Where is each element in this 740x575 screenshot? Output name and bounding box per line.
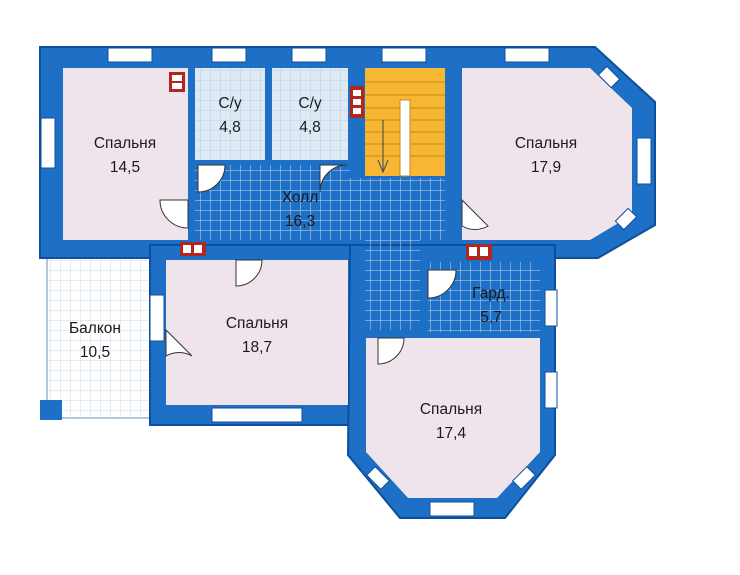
- windows: [40, 47, 652, 517]
- staircase: [365, 68, 445, 177]
- room-area: 16,3: [285, 213, 315, 230]
- window: [597, 65, 621, 89]
- window: [636, 137, 652, 185]
- door: [197, 164, 226, 193]
- ventilation-ducts: [169, 72, 492, 260]
- window: [504, 47, 550, 63]
- door: [461, 198, 489, 230]
- room-area: 17,4: [436, 425, 467, 442]
- room-name: Спальня: [94, 135, 156, 152]
- room-area: 4,8: [299, 119, 321, 136]
- room-area: 14,5: [110, 159, 140, 176]
- balcony-post: [40, 400, 62, 420]
- window: [511, 465, 537, 491]
- room-name: Гард.: [472, 285, 510, 302]
- balcony: [40, 257, 160, 420]
- doors: [159, 164, 489, 365]
- window: [614, 207, 638, 231]
- bath-1-floor: [195, 68, 265, 160]
- window: [381, 47, 427, 63]
- room-name: Холл: [282, 189, 319, 206]
- room-name: С/у: [218, 95, 242, 112]
- window: [429, 501, 475, 517]
- room-name: Спальня: [515, 135, 577, 152]
- window: [149, 294, 165, 342]
- window: [211, 47, 247, 63]
- room-area: 18,7: [242, 339, 272, 356]
- window: [544, 371, 558, 409]
- window: [107, 47, 153, 63]
- window: [365, 465, 391, 491]
- room-labels: Спальня 14,5 С/у 4,8 С/у 4,8 Спальня 17,…: [69, 95, 577, 442]
- room-name: Спальня: [226, 315, 288, 332]
- room-name: С/у: [298, 95, 322, 112]
- bedroom-ne-floor: [462, 68, 632, 240]
- window: [544, 289, 558, 327]
- door: [427, 269, 457, 299]
- door: [159, 199, 189, 229]
- room-area: 17,9: [531, 159, 561, 176]
- room-name: Спальня: [420, 401, 482, 418]
- room-name: Балкон: [69, 320, 121, 337]
- window: [291, 47, 327, 63]
- bath-2-floor: [272, 68, 348, 160]
- door: [235, 259, 263, 287]
- window: [211, 407, 303, 423]
- door: [319, 164, 348, 193]
- room-area: 5,7: [480, 309, 502, 326]
- bedroom-center-floor: [166, 260, 348, 405]
- room-area: 10,5: [80, 344, 110, 361]
- door: [165, 328, 193, 357]
- bedroom-se-floor: [366, 338, 540, 498]
- door: [377, 337, 405, 365]
- window: [40, 117, 56, 169]
- room-area: 4,8: [219, 119, 241, 136]
